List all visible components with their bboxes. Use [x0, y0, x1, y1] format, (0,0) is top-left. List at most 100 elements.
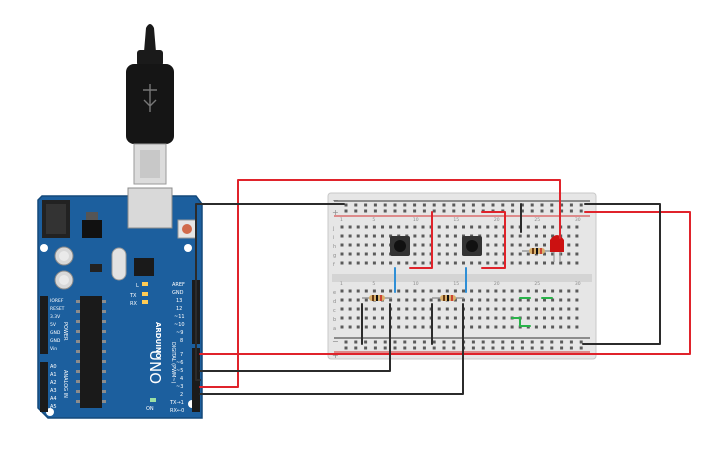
rail-hole [550, 209, 554, 213]
breadboard-hole [437, 234, 441, 238]
rail-hole [393, 203, 397, 207]
breadboard-hole [381, 316, 384, 320]
breadboard-hole [421, 307, 425, 311]
rail-hole [432, 209, 436, 213]
row-letter-g: g [333, 253, 336, 259]
rail-hole [501, 346, 505, 350]
breadboard-hole [567, 261, 571, 265]
breadboard-hole [559, 298, 563, 302]
breadboard-hole [381, 252, 384, 256]
breadboard-hole [413, 325, 417, 329]
breadboard-hole [405, 289, 409, 293]
row-letter-b: b [333, 317, 336, 323]
breadboard-hole [559, 289, 563, 293]
pin-label-aref: AREF [172, 282, 185, 288]
breadboard-hole [453, 261, 457, 265]
breadboard-hole [348, 225, 352, 229]
breadboard-hole [356, 225, 360, 229]
breadboard-hole [575, 252, 579, 256]
breadboard-hole [405, 298, 409, 302]
rail-hole [579, 346, 583, 350]
led-l [142, 282, 148, 286]
breadboard-hole [348, 316, 352, 320]
rail-hole [432, 346, 436, 350]
rail-hole [344, 346, 348, 350]
breadboard-hole [348, 261, 352, 265]
breadboard-hole [453, 325, 457, 329]
breadboard-hole [575, 225, 579, 229]
breadboard-hole [389, 298, 393, 302]
breadboard-hole [453, 225, 457, 229]
rail-hole [569, 203, 573, 207]
breadboard-hole [340, 289, 344, 293]
breadboard-hole [494, 225, 498, 229]
breadboard-hole [437, 243, 441, 247]
led-label-tx: TX [129, 293, 137, 299]
rail-hole [520, 346, 524, 350]
pin-label-gnd-top: GND [172, 290, 184, 296]
breadboard-hole [510, 234, 514, 238]
breadboard-hole [437, 307, 441, 311]
breadboard-hole [437, 289, 441, 293]
row-letter-j: j [332, 226, 334, 232]
pin-label-tx1: TX→1 [169, 400, 184, 406]
rail-hole [501, 340, 505, 344]
rail-hole [501, 203, 505, 207]
column-number-30-top: 30 [575, 217, 581, 223]
breadboard-hole [381, 234, 384, 238]
rail-hole [413, 340, 417, 344]
rail-hole [491, 346, 495, 350]
breadboard-hole [551, 252, 555, 256]
rail-hole [442, 346, 446, 350]
pin-label-ioref: IOREF [50, 298, 64, 304]
column-number-25-top: 25 [534, 217, 540, 223]
rail-hole [422, 203, 426, 207]
breadboard-hole [534, 243, 538, 247]
column-number-20-bottom: 20 [494, 281, 500, 287]
reset-button[interactable] [182, 224, 192, 234]
breadboard-hole [413, 298, 417, 302]
breadboard-hole [551, 261, 555, 265]
breadboard-hole [494, 316, 498, 320]
rail-hole [520, 203, 524, 207]
rail-hole [530, 209, 534, 213]
breadboard-hole [348, 289, 352, 293]
pin-label-a5: A5 [50, 404, 57, 410]
breadboard-hole [372, 243, 376, 247]
breadboard-hole [413, 289, 417, 293]
breadboard-hole [389, 261, 393, 265]
breadboard-hole [340, 298, 344, 302]
column-number-10-bottom: 10 [413, 281, 419, 287]
rail-hole [452, 203, 456, 207]
pushbutton-1[interactable] [390, 236, 410, 256]
breadboard-hole [486, 325, 490, 329]
column-number-5-top: 5 [372, 217, 375, 223]
breadboard-hole [518, 243, 522, 247]
breadboard-hole [437, 261, 441, 265]
breadboard-hole [340, 243, 344, 247]
breadboard-hole [421, 325, 425, 329]
breadboard-hole [445, 243, 449, 247]
breadboard-hole [470, 325, 474, 329]
breadboard-hole [510, 243, 514, 247]
breadboard-hole [526, 252, 530, 256]
breadboard-hole [389, 289, 393, 293]
pushbutton-2[interactable] [462, 236, 482, 256]
rail-hole [540, 209, 544, 213]
breadboard-hole [494, 261, 498, 265]
rail-hole [344, 209, 348, 213]
breadboard-hole [502, 307, 506, 311]
breadboard-hole [510, 289, 514, 293]
pin-label-13: 13 [176, 298, 182, 304]
rail-hole [422, 340, 426, 344]
rail-hole [471, 203, 475, 207]
breadboard-hole [486, 243, 490, 247]
rail-hole [530, 203, 534, 207]
column-number-25-bottom: 25 [534, 281, 540, 287]
rail-hole [511, 203, 515, 207]
rail-hole [569, 346, 573, 350]
breadboard-hole [526, 289, 530, 293]
breadboard-hole [364, 261, 368, 265]
